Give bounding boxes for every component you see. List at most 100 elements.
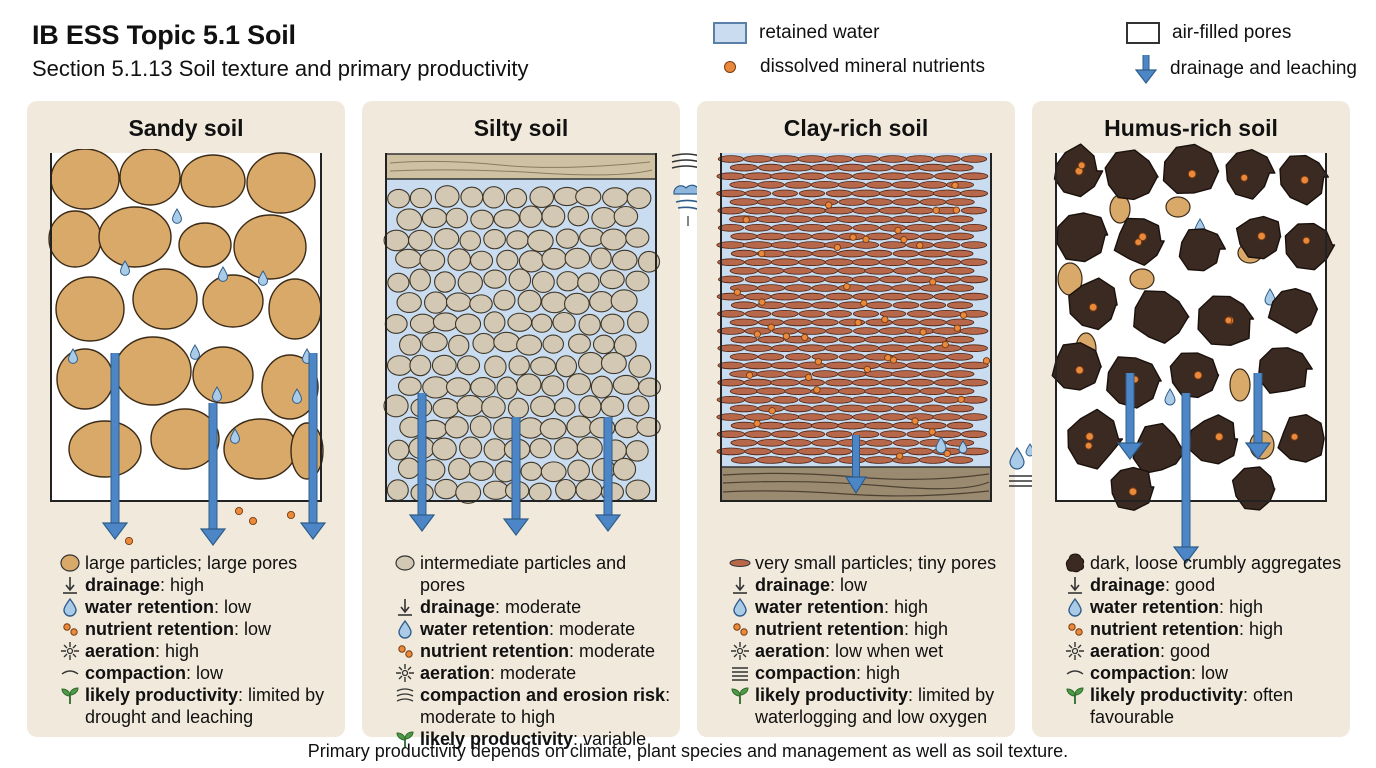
silt-grain <box>519 205 543 228</box>
clay-plate <box>865 163 893 172</box>
silt-grain <box>613 205 639 227</box>
footer-note: Primary productivity depends on climate,… <box>307 741 1069 761</box>
clay-plate <box>837 180 867 189</box>
silt-grain <box>625 227 650 248</box>
clay-plate <box>729 404 759 413</box>
property-compaction: compaction: low <box>1064 662 1342 684</box>
clay-plate <box>865 404 893 413</box>
nutrient-dot <box>1214 432 1224 441</box>
clay-plate <box>879 189 907 198</box>
silt-grain <box>567 205 590 227</box>
clay-plate <box>837 249 867 258</box>
clay-plate <box>920 370 946 378</box>
compaction-low-icon <box>1064 662 1086 684</box>
clay-plate <box>865 284 893 292</box>
clay-plate <box>744 310 772 318</box>
humus-aggregate <box>1067 408 1124 470</box>
property-drainage: drainage: moderate <box>394 596 672 618</box>
silt-grain <box>387 272 410 293</box>
humus-aggregate <box>1277 414 1325 463</box>
silt-grain <box>553 437 579 460</box>
silt-grain <box>493 331 521 353</box>
clay-plate <box>919 318 947 327</box>
clay-plate <box>717 155 745 163</box>
clay-plate <box>932 310 962 318</box>
nutrient-dot <box>881 315 889 324</box>
silt-grain <box>567 333 591 354</box>
nutrient-dot <box>768 407 776 415</box>
clay-plate <box>730 249 758 258</box>
property-aeration: aeration: low when wet <box>729 640 1007 662</box>
clay-plate <box>729 370 759 378</box>
clay-plate <box>730 438 758 447</box>
silt-grain <box>459 436 483 459</box>
nutrient-dot <box>742 216 750 224</box>
page-subtitle: Section 5.1.13 Soil texture and primary … <box>32 56 529 81</box>
clay-plate <box>865 215 893 223</box>
silt-grain <box>456 355 481 376</box>
nutrient-dot <box>957 395 965 404</box>
property-productivity: likely productivity: variable <box>394 728 672 750</box>
clay-plate <box>757 267 785 275</box>
legend-dissolved-nutrients: dissolved mineral nutrients <box>724 56 985 78</box>
silt-grain <box>527 229 554 253</box>
clay-plate <box>852 224 880 232</box>
clay-plate <box>825 327 853 335</box>
nutrient-dot <box>753 419 761 428</box>
nutrient-dot-icon <box>724 61 736 73</box>
plant-icon <box>59 684 81 706</box>
silt-grain <box>612 457 637 481</box>
silt-grain <box>540 461 567 483</box>
clay-plate <box>851 378 881 387</box>
silt-grain <box>431 437 457 461</box>
clay-plate <box>824 413 854 421</box>
clay-plate <box>946 249 974 258</box>
clay-plate <box>837 370 867 378</box>
clay-plate <box>798 172 826 181</box>
clay-plate <box>824 396 854 404</box>
nutrient-dot <box>1224 316 1233 325</box>
silt-grain <box>397 457 421 480</box>
silt-grain <box>507 397 530 419</box>
clay-plate <box>797 155 827 163</box>
clay-plate <box>824 258 854 266</box>
aeration-icon <box>59 640 81 662</box>
silt-grain <box>530 356 557 377</box>
silt-grain <box>516 334 543 356</box>
clay-plate <box>837 163 867 172</box>
nutrient-dot <box>1302 236 1311 245</box>
clay-plate <box>810 163 840 172</box>
clay-plate <box>797 224 827 232</box>
humus-aggregate <box>1104 149 1159 201</box>
legend-drainage-label: drainage and leaching <box>1170 58 1357 79</box>
silt-grain <box>591 207 617 229</box>
nutrient-dot <box>911 417 919 425</box>
silt-grain <box>589 291 614 313</box>
sand-grain <box>48 210 102 268</box>
silt-grain <box>433 228 460 250</box>
clay-plate <box>812 456 838 464</box>
silt-grain <box>469 250 494 271</box>
clay-plate <box>825 378 853 387</box>
silt-grain <box>507 312 533 332</box>
silt-grain <box>590 375 613 399</box>
clay-plate <box>852 344 880 353</box>
nutrient-dot <box>929 278 937 286</box>
clay-plate <box>906 275 934 284</box>
drainage-arrow-head <box>1116 442 1144 460</box>
silt-grain <box>578 313 601 336</box>
sand-grain <box>233 214 307 280</box>
clay-plate <box>960 241 988 249</box>
nutrient-dot <box>860 299 868 307</box>
silt-grain <box>493 289 516 311</box>
clay-plate <box>837 267 867 275</box>
silt-grain <box>422 376 450 399</box>
clay-plate <box>878 396 908 404</box>
clay-plate <box>891 163 921 172</box>
water-droplet <box>171 208 183 224</box>
clay-plate <box>757 353 785 361</box>
clay-plate <box>865 198 893 206</box>
property-aeration: aeration: high <box>59 640 337 662</box>
